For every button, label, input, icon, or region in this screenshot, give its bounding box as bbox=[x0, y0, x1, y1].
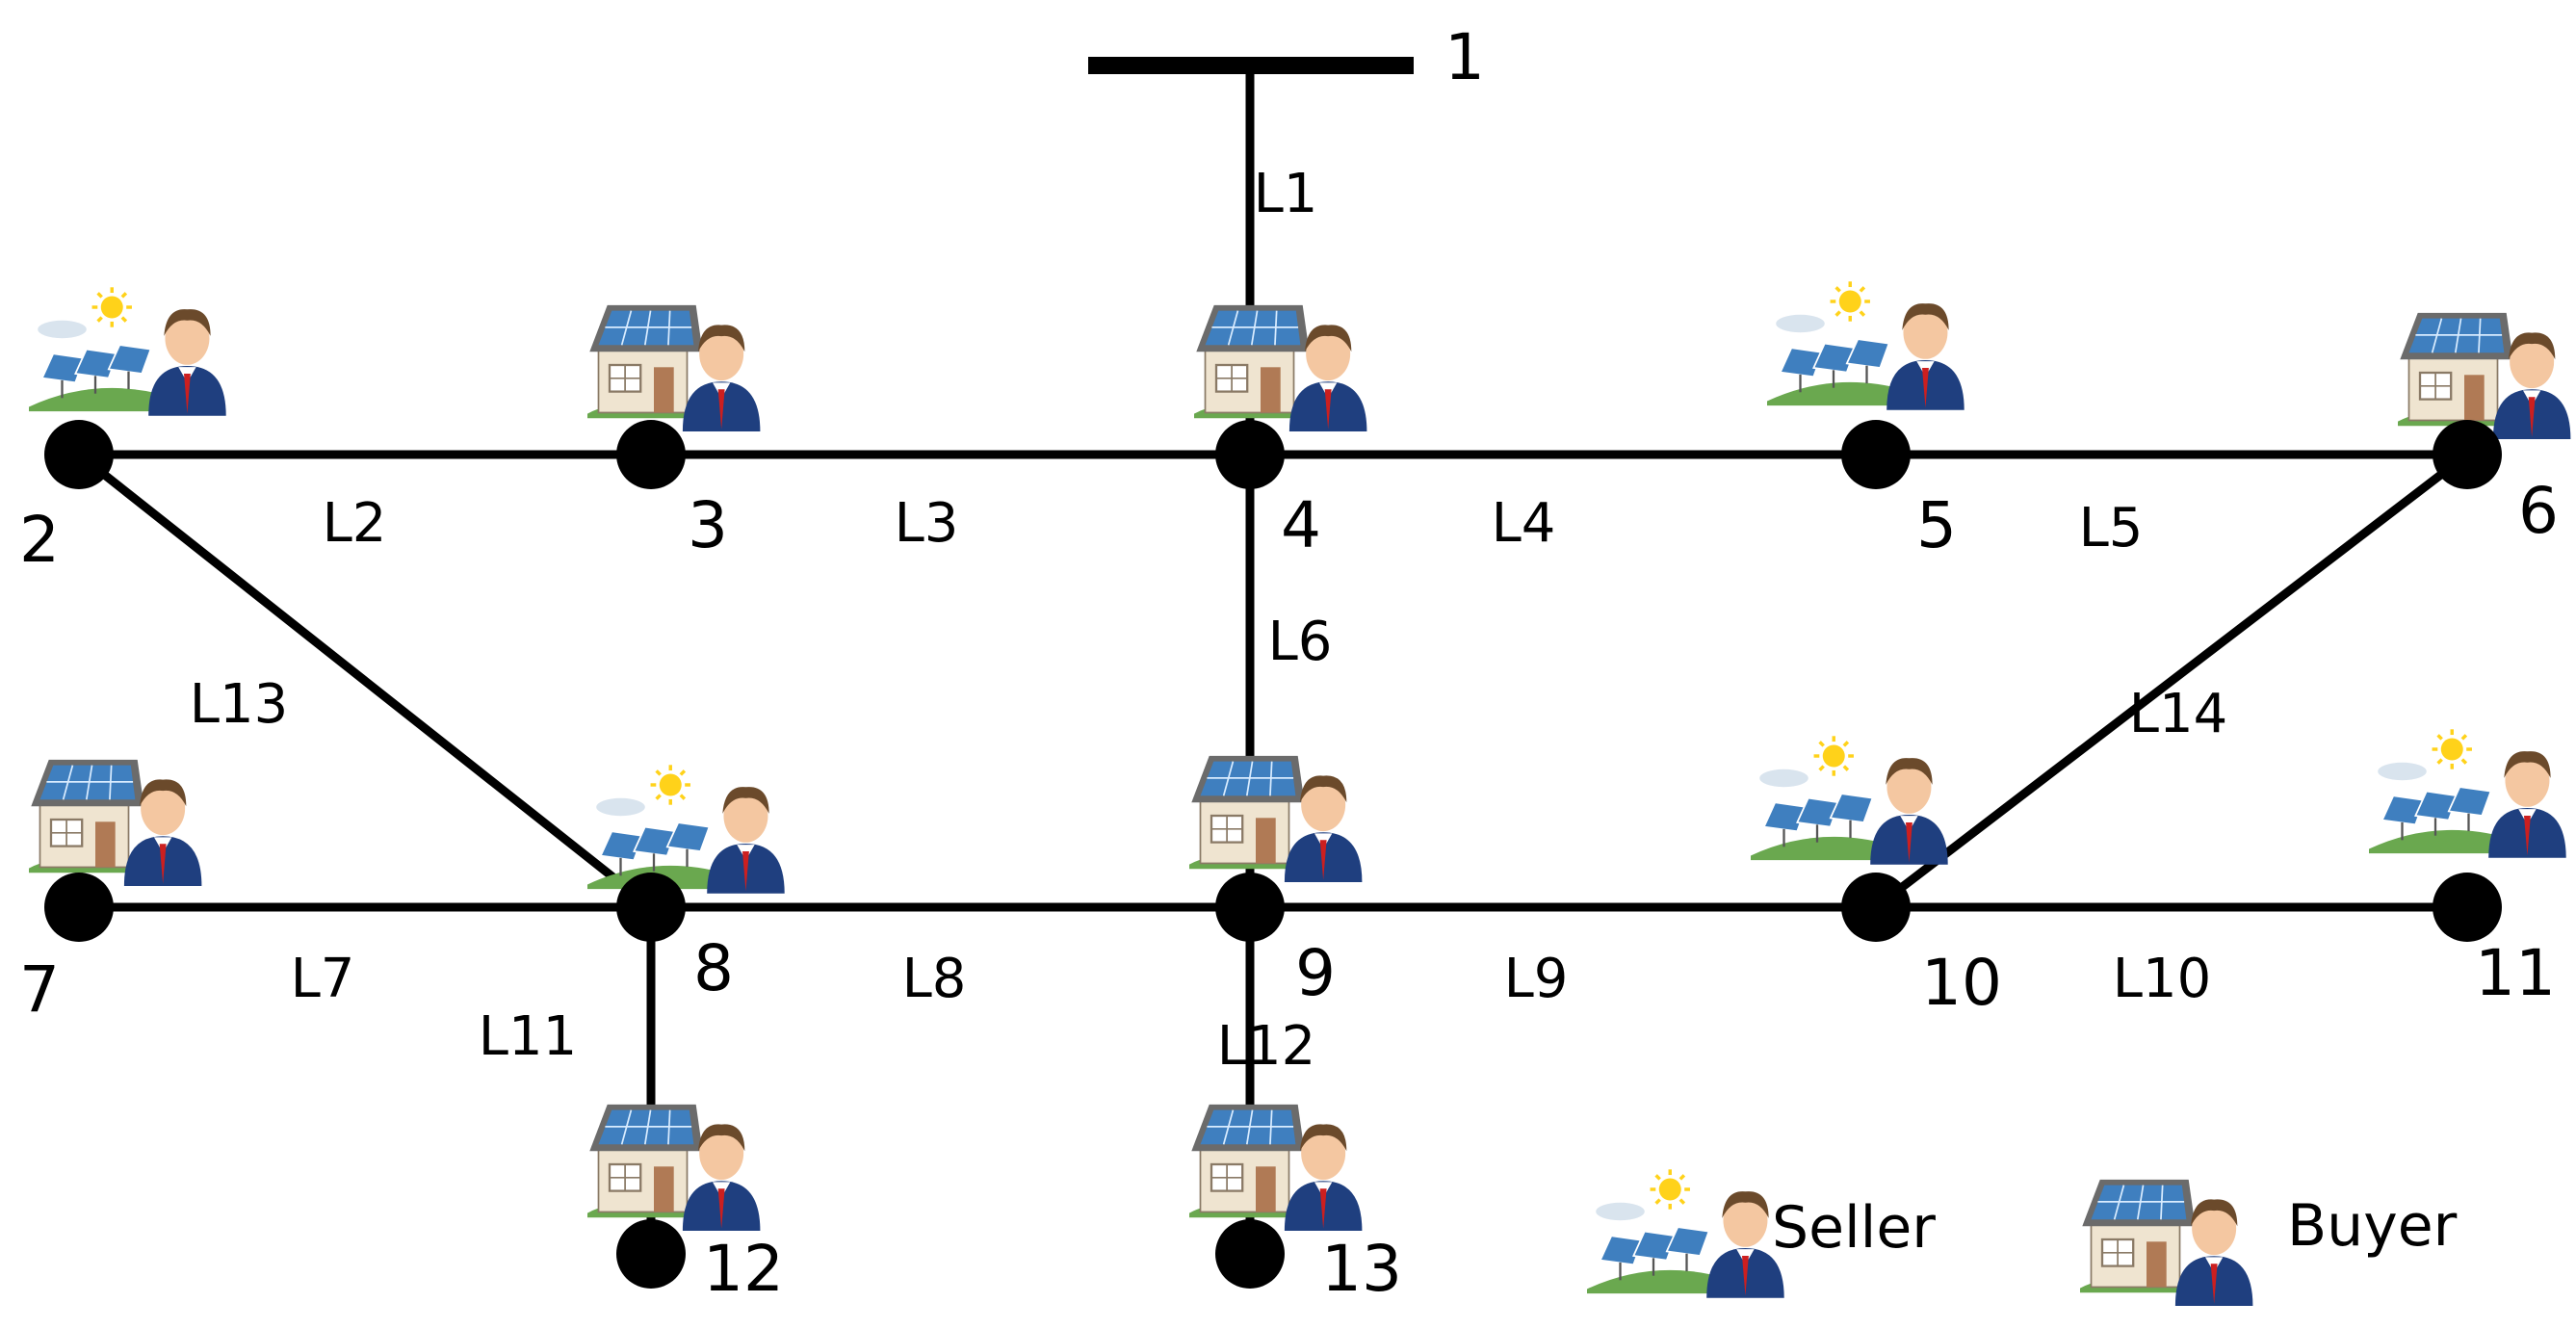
edge-label-l1: L1 bbox=[1254, 163, 1318, 225]
bus-node-9 bbox=[1215, 873, 1285, 942]
seller-icon-node-11 bbox=[2369, 729, 2566, 858]
edge-label-l9: L9 bbox=[1504, 948, 1569, 1010]
buyer-icon-node-4 bbox=[1194, 304, 1367, 431]
bus-label-5: 5 bbox=[1916, 488, 1957, 562]
edge-label-l2: L2 bbox=[323, 492, 387, 555]
bus-label-4: 4 bbox=[1281, 488, 1321, 562]
edge-label-l12: L12 bbox=[1217, 1015, 1315, 1078]
bus-label-13: 13 bbox=[1321, 1232, 1402, 1306]
edge-label-l8: L8 bbox=[902, 948, 967, 1010]
edge-label-l3: L3 bbox=[895, 492, 959, 555]
bus-node-7 bbox=[44, 873, 114, 942]
seller-legend-icon bbox=[1587, 1169, 1784, 1298]
bus-node-2 bbox=[44, 420, 114, 489]
edge-label-l14: L14 bbox=[2129, 683, 2227, 745]
bus-label-8: 8 bbox=[693, 931, 734, 1005]
buyer-icon-node-9 bbox=[1189, 755, 1363, 882]
buyer-icon-node-12 bbox=[587, 1104, 761, 1231]
edge-label-l10: L10 bbox=[2113, 948, 2211, 1010]
bus-node-10 bbox=[1841, 873, 1911, 942]
edge-l14 bbox=[1871, 450, 2472, 912]
bus-label-6: 6 bbox=[2518, 474, 2559, 548]
edge-label-l6: L6 bbox=[1268, 611, 1333, 673]
buyer-icon-node-13 bbox=[1189, 1104, 1363, 1231]
bus-node-5 bbox=[1841, 420, 1911, 489]
legend: Seller Buyer bbox=[1587, 1169, 2458, 1306]
buyer-legend-label: Buyer bbox=[2287, 1192, 2458, 1260]
icons-layer bbox=[29, 281, 2571, 1231]
bus-node-3 bbox=[616, 420, 686, 489]
bus-node-12 bbox=[616, 1219, 686, 1289]
buyer-icon-node-3 bbox=[587, 304, 761, 431]
seller-icon-node-5 bbox=[1767, 281, 1965, 410]
bus-node-13 bbox=[1215, 1219, 1285, 1289]
edges-layer bbox=[74, 57, 2472, 1259]
bus-label-1: 1 bbox=[1444, 20, 1485, 94]
seller-legend-label: Seller bbox=[1772, 1194, 1936, 1262]
nodes-layer bbox=[44, 420, 2502, 1289]
seller-icon-node-2 bbox=[29, 287, 226, 416]
seller-icon-node-10 bbox=[1751, 736, 1948, 865]
edge-label-l4: L4 bbox=[1492, 492, 1556, 555]
bus-node-6 bbox=[2433, 420, 2502, 489]
buyer-legend-icon bbox=[2080, 1179, 2253, 1306]
edge-label-l11: L11 bbox=[479, 1005, 577, 1068]
buyer-icon-node-7 bbox=[29, 759, 202, 886]
bus-node-8 bbox=[616, 873, 686, 942]
seller-icon-node-8 bbox=[587, 765, 785, 894]
bus-label-10: 10 bbox=[1921, 946, 2002, 1020]
edge-label-l13: L13 bbox=[190, 673, 288, 736]
edge-l13 bbox=[74, 450, 656, 912]
bus-label-3: 3 bbox=[688, 488, 728, 562]
bus-label-12: 12 bbox=[703, 1232, 784, 1306]
bus-label-9: 9 bbox=[1295, 936, 1336, 1010]
buyer-icon-node-6 bbox=[2398, 312, 2571, 439]
bus-node-11 bbox=[2433, 873, 2502, 942]
bus-label-2: 2 bbox=[19, 503, 60, 577]
edge-label-l7: L7 bbox=[291, 948, 355, 1010]
bus-label-11: 11 bbox=[2475, 936, 2556, 1010]
edge-label-l5: L5 bbox=[2079, 497, 2144, 560]
bus-node-4 bbox=[1215, 420, 1285, 489]
bus-label-7: 7 bbox=[19, 952, 60, 1027]
